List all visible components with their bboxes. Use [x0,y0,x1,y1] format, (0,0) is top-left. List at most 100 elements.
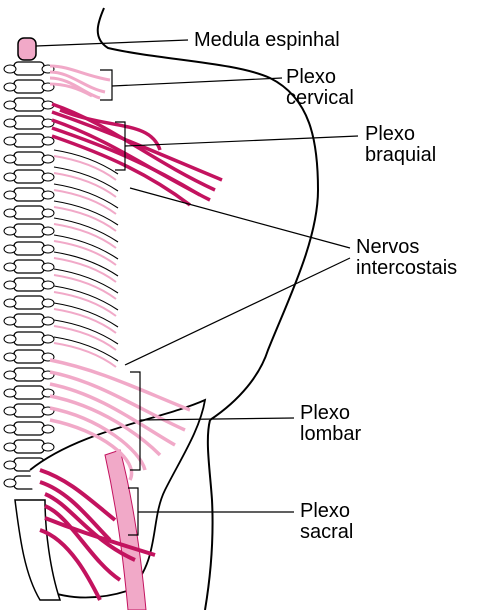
label-plexo-cervical-line2: cervical [286,88,354,109]
cervical-bracket [100,70,112,100]
vertebra-process [4,173,16,181]
vertebra-process [4,137,16,145]
body-outline-lower [205,420,213,610]
vertebra-process [42,281,54,289]
vertebra-process [4,335,16,343]
intercostal-nerve [54,241,116,265]
vertebra-process [4,281,16,289]
label-medula-espinhal: Medula espinhal [194,30,340,51]
vertebra-process [4,299,16,307]
vertebra-process [4,65,16,73]
vertebra [14,62,44,75]
vertebra [14,206,44,219]
vertebra-process [42,443,54,451]
intercostal-nerve [54,173,116,197]
vertebra [14,98,44,111]
intercostal-nerve [54,156,116,180]
vertebra [14,260,44,273]
vertebral-column [4,62,54,489]
rib [54,184,118,208]
braquial-leader [125,136,358,146]
intercostal-nerve [54,224,116,248]
intercostal-nerve [54,309,116,333]
label-plexo-sacral-line1: Plexo [300,501,353,522]
rib [54,167,118,191]
vertebra-process [4,101,16,109]
rib [54,303,118,327]
intercostal-nerve [54,207,116,231]
vertebra-process [42,209,54,217]
vertebra [14,152,44,165]
vertebra [14,296,44,309]
label-nervos-intercostais-line1: Nervos [356,237,457,258]
cervical-leader [112,78,282,86]
label-plexo-braquial-line1: Plexo [365,124,436,145]
vertebra-process [42,227,54,235]
label-nervos-intercostais: Nervos intercostais [356,237,457,279]
label-plexo-sacral: Plexo sacral [300,501,353,543]
vertebra-process [4,155,16,163]
vertebra-process [42,425,54,433]
body-outline [98,8,318,420]
spinal-cord [18,38,36,60]
intercostal-nerve [54,258,116,282]
vertebra [14,368,44,381]
vertebra [14,404,44,417]
vertebra-process [4,317,16,325]
intercostal-nerve [54,275,116,299]
vertebra-process [4,353,16,361]
vertebra-process [42,263,54,271]
rib [54,201,118,225]
vertebra-process [42,335,54,343]
vertebra [14,350,44,363]
vertebra-process [4,389,16,397]
vertebra-process [42,191,54,199]
vertebra-process [4,209,16,217]
vertebra-process [4,407,16,415]
vertebra-process [4,119,16,127]
vertebra-process [4,263,16,271]
label-plexo-braquial-line2: braquial [365,145,436,166]
label-plexo-lombar-line1: Plexo [300,403,361,424]
vertebra-process [42,317,54,325]
vertebra-process [4,479,16,487]
rib [54,269,118,293]
vertebra-process [4,191,16,199]
vertebra-process [4,425,16,433]
label-plexo-lombar: Plexo lombar [300,403,361,445]
vertebra [14,422,44,435]
rib [54,218,118,242]
vertebra [14,242,44,255]
label-plexo-sacral-line2: sacral [300,522,353,543]
vertebra-process [4,443,16,451]
vertebra-process [4,371,16,379]
label-nervos-intercostais-line2: intercostais [356,258,457,279]
vertebra [14,134,44,147]
rib [54,337,118,361]
vertebra-process [42,173,54,181]
label-plexo-cervical: Plexo cervical [286,67,354,109]
vertebra-process [42,299,54,307]
vertebra-process [4,461,16,469]
intercostal-nerve [54,190,116,214]
vertebra [14,332,44,345]
vertebra-process [4,245,16,253]
intercostais-leader-2 [125,258,350,365]
vertebra-process [42,245,54,253]
vertebra [14,188,44,201]
vertebra [14,386,44,399]
vertebra-process [42,155,54,163]
label-plexo-cervical-line1: Plexo [286,67,354,88]
vertebra [14,278,44,291]
rib [54,320,118,344]
intercostal-nerve [54,326,116,350]
medula-leader [36,40,188,46]
rib [54,252,118,276]
ribs [54,150,118,367]
vertebra [14,116,44,129]
vertebra [14,440,44,453]
vertebra [14,314,44,327]
vertebra [14,80,44,93]
label-plexo-braquial: Plexo braquial [365,124,436,166]
